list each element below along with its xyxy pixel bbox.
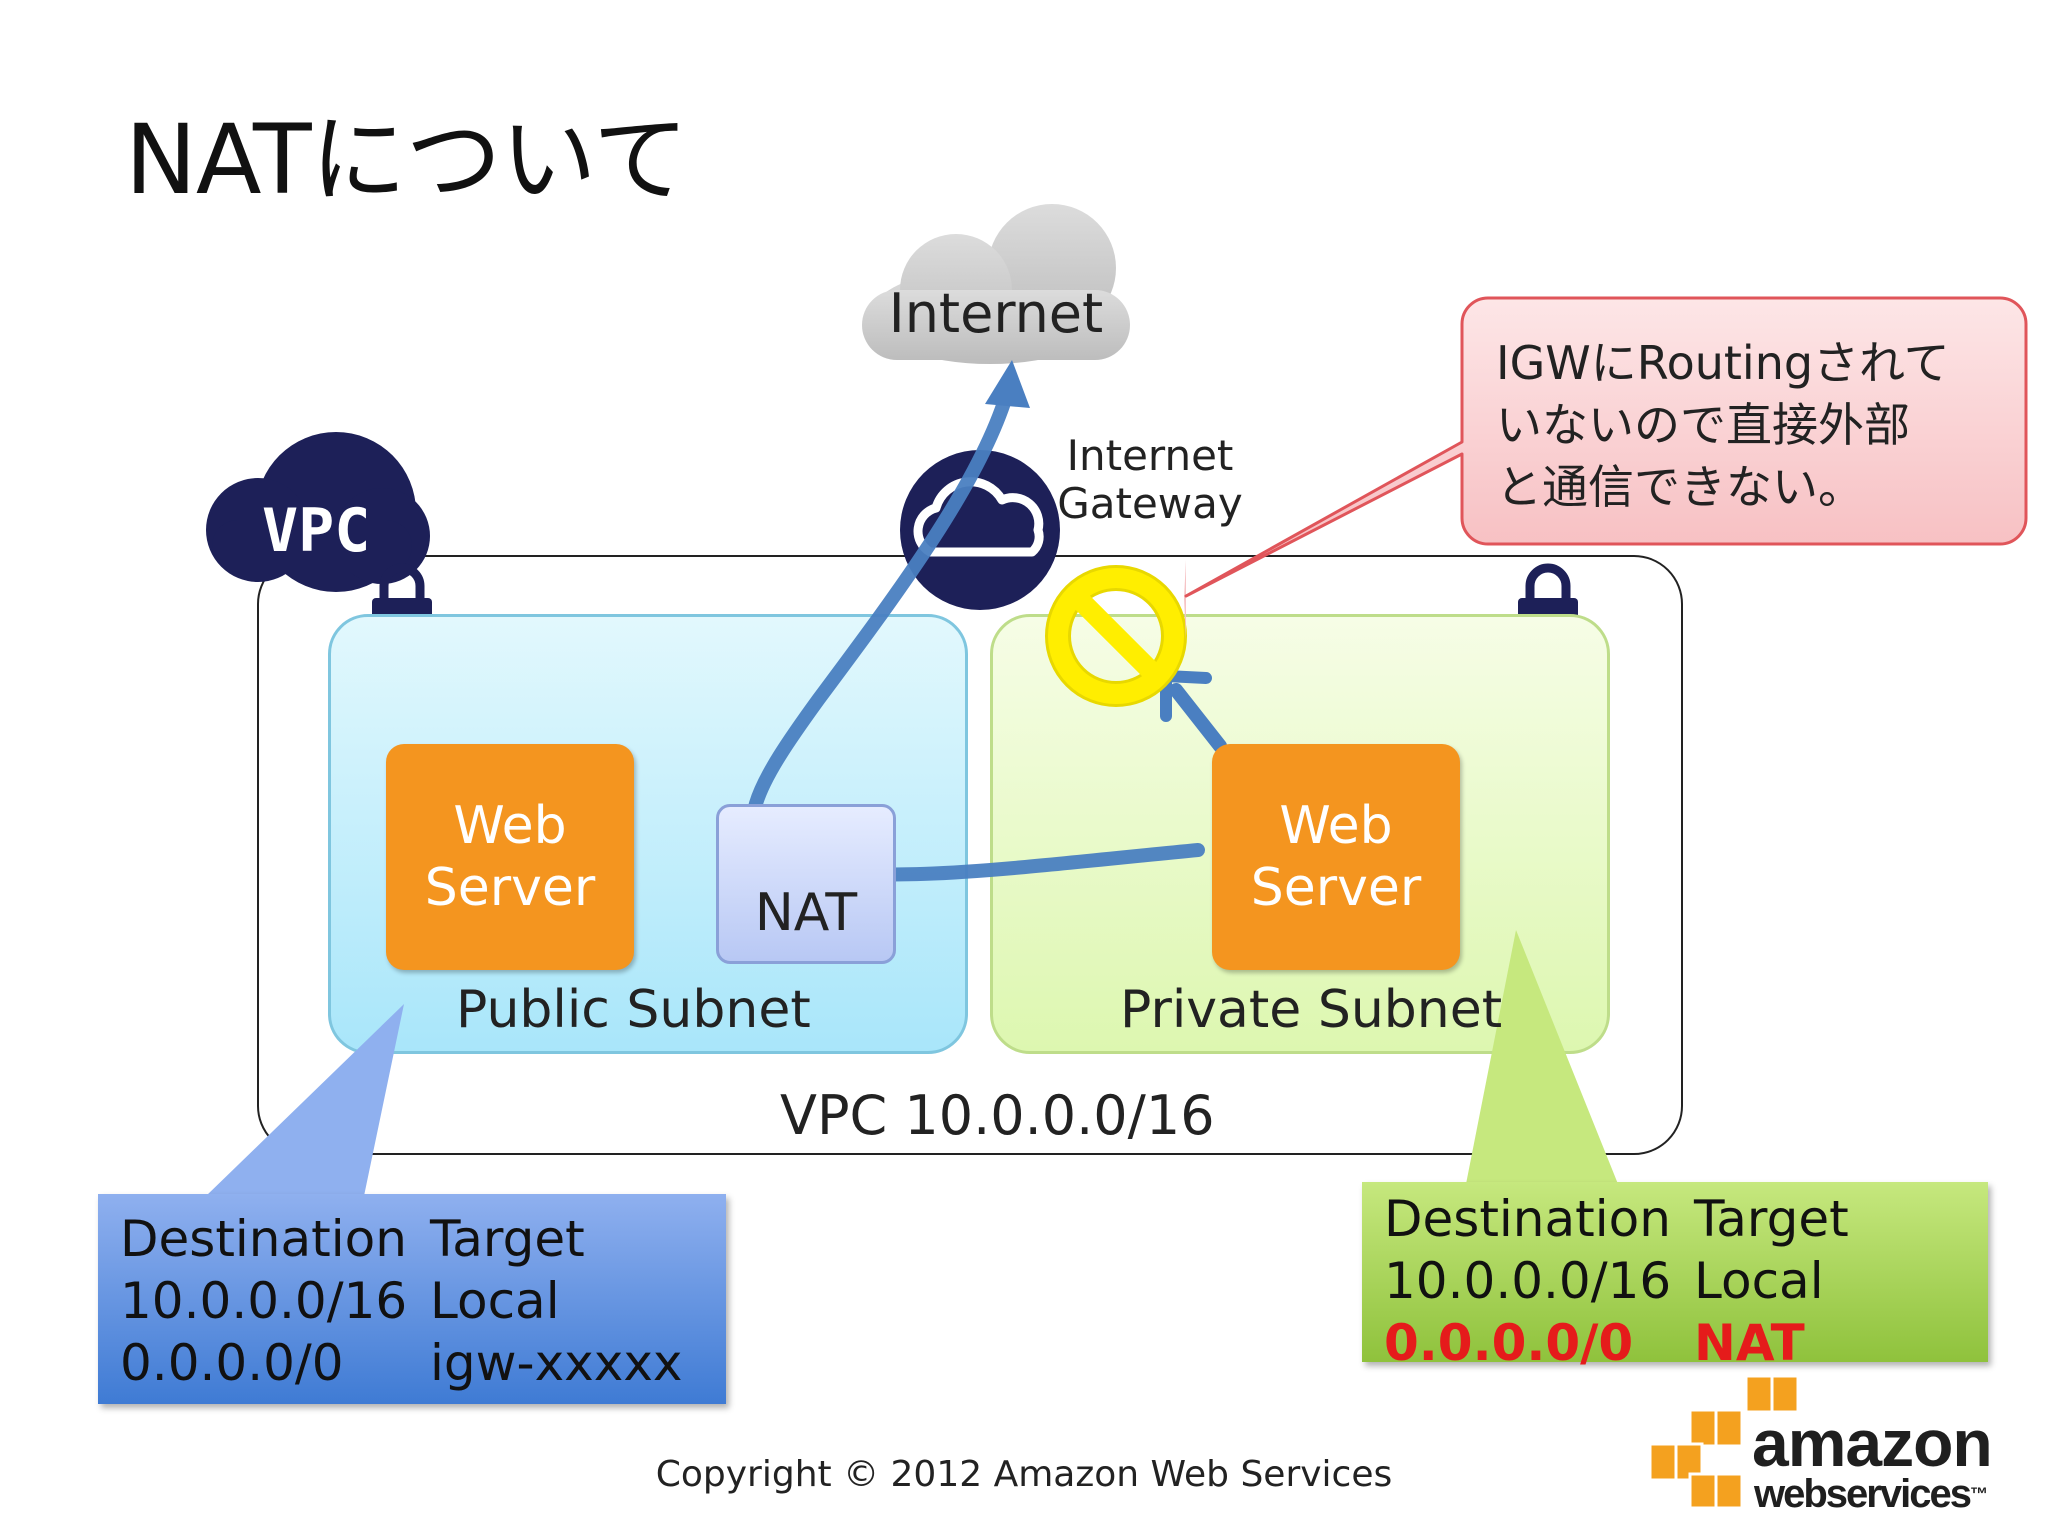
destination-header: Destination <box>1384 1190 1671 1248</box>
callout-pointer <box>1184 560 1186 640</box>
destination-cell: 0.0.0.0/0 <box>120 1334 344 1392</box>
internet-gateway-icon <box>900 450 1060 610</box>
callout-line1: IGWにRoutingされて <box>1496 336 1950 390</box>
public-subnet-label: Public Subnet <box>456 980 811 1040</box>
callout-line3: と通信できない。 <box>1496 460 1864 514</box>
private-web-server-line2: Server <box>1250 858 1422 918</box>
private-route-table: Destination Target 10.0.0.0/16 Local 0.0… <box>1362 1182 1988 1372</box>
table-row: 0.0.0.0/0 igw-xxxxx <box>120 1332 704 1394</box>
route-table-header: Destination Target <box>1384 1188 1966 1250</box>
arrow-head-icon <box>985 360 1030 408</box>
page-title: NATについて <box>125 104 689 216</box>
nat-instance: NAT <box>716 804 896 964</box>
destination-cell: 10.0.0.0/16 <box>120 1272 408 1330</box>
aws-cubes-icon <box>1650 1374 1800 1510</box>
callout-line2: いないので直接外部 <box>1496 398 1910 452</box>
public-web-server-line2: Server <box>424 858 596 918</box>
target-cell: igw-xxxxx <box>430 1334 683 1392</box>
private-route-table-pointer <box>1466 930 1618 1184</box>
public-web-server-line1: Web <box>453 796 567 856</box>
nat-label: NAT <box>754 883 858 943</box>
target-cell: Local <box>430 1272 560 1330</box>
private-subnet-label: Private Subnet <box>1120 980 1503 1040</box>
private-web-server: Web Server <box>1212 744 1460 970</box>
target-header: Target <box>1694 1190 1849 1248</box>
vpc-cidr-label: VPC 10.0.0.0/16 <box>780 1084 1215 1147</box>
copyright-text: Copyright © 2012 Amazon Web Services <box>655 1454 1393 1495</box>
vpc-badge-label: VPC <box>262 496 371 566</box>
aws-logo-word2-text: webservices <box>1754 1472 1972 1516</box>
internet-gateway-label: Internet Gateway <box>1050 432 1250 528</box>
no-entry-icon <box>1045 565 1187 707</box>
table-row: 10.0.0.0/16 Local <box>120 1270 704 1332</box>
aws-logo-word1: amazon <box>1752 1406 1993 1480</box>
public-route-table-pointer <box>206 1004 404 1196</box>
table-row-highlighted: 0.0.0.0/0 NAT <box>1384 1312 1966 1374</box>
speech-callout-bubble <box>1184 296 2028 598</box>
internet-label: Internet <box>888 282 1104 345</box>
destination-cell: 10.0.0.0/16 <box>1384 1252 1672 1310</box>
destination-header: Destination <box>120 1210 407 1268</box>
target-cell: NAT <box>1694 1314 1805 1372</box>
table-row: 10.0.0.0/16 Local <box>1384 1250 1966 1312</box>
routing-callout-text: IGWにRoutingされて いないので直接外部 と通信できない。 <box>1496 332 2016 518</box>
destination-cell: 0.0.0.0/0 <box>1384 1314 1634 1372</box>
blocked-route-arrow <box>1169 683 1227 753</box>
aws-logo-trademark: ™ <box>1969 1484 1988 1504</box>
internet-gateway-label-line1: Internet <box>1066 431 1234 480</box>
aws-logo-word2: webservices™ <box>1754 1472 1988 1516</box>
internet-gateway-label-line2: Gateway <box>1057 479 1243 528</box>
target-header: Target <box>430 1210 585 1268</box>
aws-logo-icon: amazon webservices™ <box>1650 1370 2020 1520</box>
cloud-icon <box>862 204 1130 364</box>
vpc-cloud-icon <box>206 432 430 592</box>
public-route-table: Destination Target 10.0.0.0/16 Local 0.0… <box>98 1194 726 1404</box>
target-cell: Local <box>1694 1252 1824 1310</box>
route-table-header: Destination Target <box>120 1208 704 1270</box>
private-web-server-line1: Web <box>1279 796 1393 856</box>
public-web-server: Web Server <box>386 744 634 970</box>
